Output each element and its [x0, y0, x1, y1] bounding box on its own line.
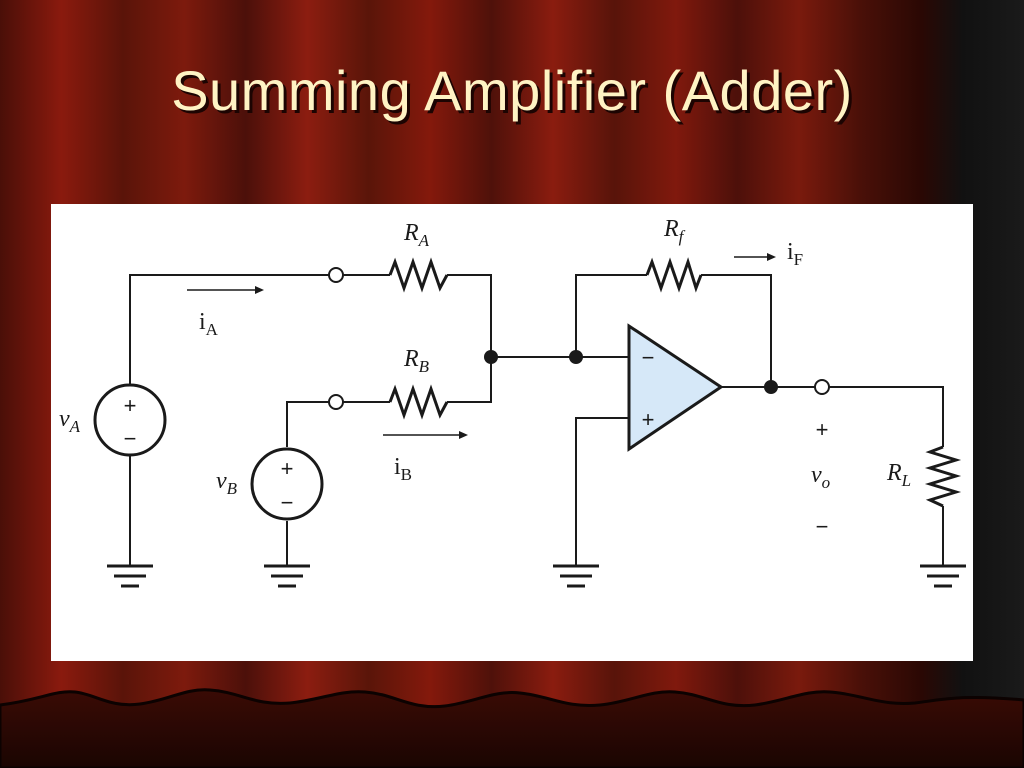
wire-resistor-a: [343, 274, 492, 357]
source-a-plus: +: [124, 393, 137, 418]
label-rl: RL: [886, 460, 911, 490]
resistor-ra: [388, 257, 449, 293]
op-amp: − +: [627, 323, 724, 452]
wire-noninverting-ground: [575, 417, 629, 566]
label-rb: RB: [403, 346, 430, 376]
label-vb: vB: [216, 468, 238, 498]
junction-output: [764, 380, 778, 394]
resistor-rl: [924, 445, 962, 508]
current-arrow-a: [187, 286, 264, 294]
label-ra: RA: [403, 220, 430, 250]
current-arrow-b: [383, 431, 468, 439]
source-b-plus: +: [281, 456, 294, 481]
ground-source-b: [264, 564, 310, 588]
resistor-rf: [645, 257, 703, 293]
label-if: iF: [787, 239, 803, 269]
output-plus: +: [816, 417, 829, 442]
ground-load: [920, 564, 966, 588]
op-amp-inverting-sign: −: [642, 345, 655, 370]
op-amp-noninverting-sign: +: [642, 407, 655, 432]
slide-title: Summing Amplifier (Adder): [171, 59, 853, 122]
ground-op-amp: [553, 564, 599, 588]
wire-resistor-b: [343, 357, 492, 403]
terminal-a: [328, 267, 344, 283]
resistor-rb: [388, 384, 449, 420]
label-ib: iB: [394, 454, 412, 484]
label-ia: iA: [199, 309, 219, 339]
label-rf: Rf: [663, 216, 686, 246]
wire-feedback: [575, 274, 772, 387]
voltage-source-a: + −: [93, 383, 167, 457]
label-vo: vo: [811, 462, 830, 492]
terminal-b: [328, 394, 344, 410]
voltage-source-b: + −: [250, 447, 324, 521]
summing-amplifier-circuit: + − + − − +: [59, 216, 966, 588]
junction-feedback: [569, 350, 583, 364]
junction-summing: [484, 350, 498, 364]
circuit-figure: + − + − − +: [51, 204, 973, 661]
terminal-output: [814, 379, 830, 395]
ground-source-a: [107, 564, 153, 588]
wire-source-a: [129, 274, 336, 566]
output-minus: −: [816, 514, 829, 539]
wire-source-b: [286, 401, 336, 566]
source-b-minus: −: [281, 490, 294, 515]
current-arrow-f: [734, 253, 776, 261]
label-va: vA: [59, 406, 81, 436]
source-a-minus: −: [124, 426, 137, 451]
